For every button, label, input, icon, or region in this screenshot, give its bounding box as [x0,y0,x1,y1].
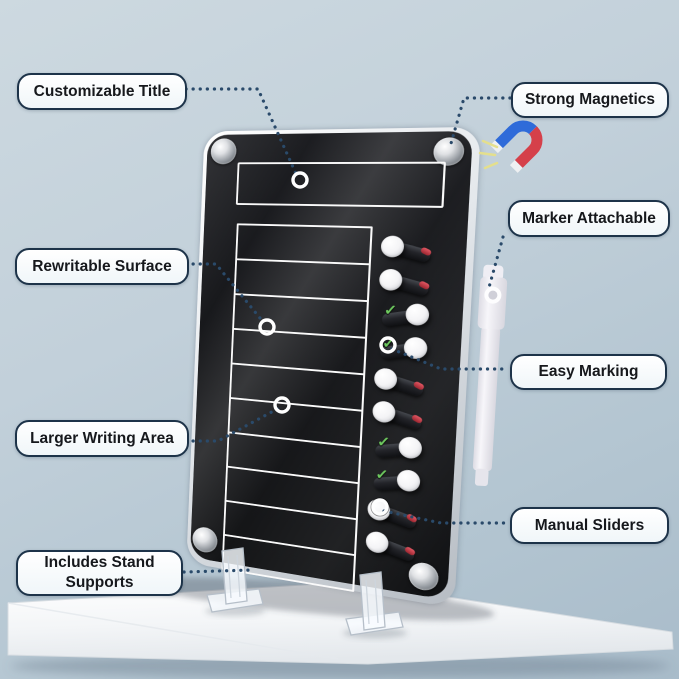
callout-strong-magnetics: Strong Magnetics [511,82,669,118]
stand-foot [345,611,404,636]
manual-slider: ✓ [368,463,425,495]
sliders: ✓ ✓ ✓ ✓ [190,131,473,600]
magnet-sparks [478,139,499,170]
pedestal-ground-shadow [10,654,670,678]
stand-foot [206,588,264,613]
check-mark: ✓ [375,466,389,485]
marker-pen [472,264,508,487]
manual-slider: ✓ [374,333,432,362]
magnet-icon [490,120,543,173]
manual-slider: ✓ [369,431,427,462]
marker-clip-hole [484,286,502,304]
slider-knob [398,435,423,460]
callout-marker-attachable: Marker Attachable [508,200,670,237]
manual-slider [373,365,431,398]
manual-slider [379,233,437,264]
manual-slider [366,496,423,530]
check-mark: ✓ [383,301,398,320]
callout-easy-marking: Easy Marking [510,354,667,390]
callout-manual-sliders: Manual Sliders [510,507,669,544]
callout-includes-stand-supports: Includes Stand Supports [16,550,183,596]
manual-slider: ✓ [376,300,434,329]
callout-larger-writing-area: Larger Writing Area [15,420,189,457]
product-board: ✓ ✓ ✓ ✓ [186,126,482,609]
callout-customizable-title: Customizable Title [17,73,187,110]
check-mark: ✓ [376,433,391,452]
manual-slider [378,267,436,297]
callout-rewritable-surface: Rewritable Surface [15,248,189,285]
marker-cap [477,276,508,330]
line-marker-attachable [486,235,505,293]
manual-slider [371,398,429,431]
pedestal-edge [7,602,339,660]
slider-knob [396,468,421,493]
manual-slider [364,528,421,563]
slider-knob [405,303,430,327]
check-mark: ✓ [381,335,396,353]
